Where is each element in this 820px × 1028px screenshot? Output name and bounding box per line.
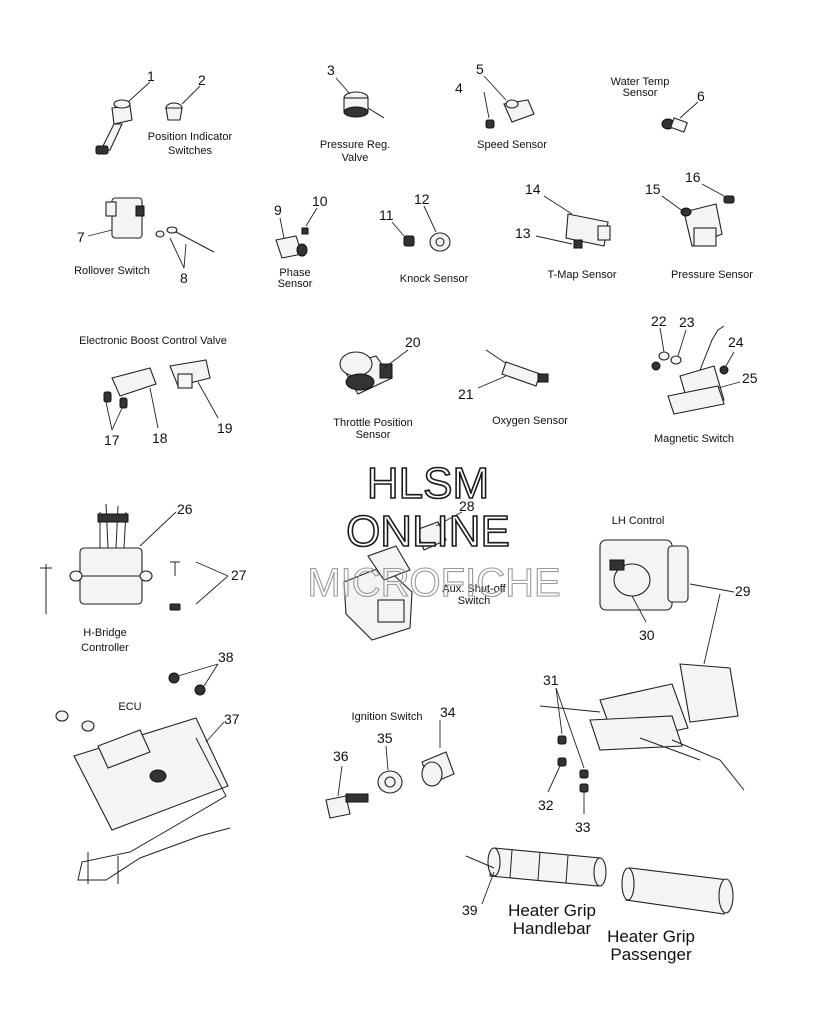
caption-hbridge-1: H-Bridge (83, 627, 126, 639)
callout-5: 5 (476, 61, 484, 77)
callout-27: 27 (231, 567, 247, 583)
caption-speed-sensor: Speed Sensor (477, 139, 547, 151)
callout-21: 21 (458, 386, 474, 402)
caption-phase-2: Sensor (278, 278, 313, 290)
caption-throttle-2: Sensor (356, 429, 391, 441)
heater-grip-drawing (465, 847, 734, 915)
caption-grip-passenger-1: Heater Grip (607, 927, 695, 946)
oxygen-sensor-drawing (477, 349, 549, 389)
water-temp-sensor-drawing (661, 101, 699, 133)
ecu-drawing (55, 663, 231, 884)
aux-shutoff-switch-drawing (343, 511, 463, 641)
callout-35: 35 (377, 730, 393, 746)
callout-23: 23 (679, 314, 695, 330)
caption-tmap: T-Map Sensor (547, 269, 616, 281)
hbridge-controller-drawing (40, 503, 229, 614)
caption-pressure-reg-2: Valve (342, 152, 369, 164)
watermark-line-2: ONLINE (346, 507, 510, 556)
caption-hbridge-2: Controller (81, 642, 129, 654)
callout-1: 1 (147, 68, 155, 84)
callout-10: 10 (312, 193, 328, 209)
callout-9: 9 (274, 202, 282, 218)
speed-sensor-drawing (483, 75, 535, 129)
caption-position-indicator-1: Position Indicator (148, 131, 233, 143)
throttle-position-sensor-drawing (339, 349, 409, 395)
caption-throttle-1: Throttle Position (333, 417, 412, 429)
callout-7: 7 (77, 229, 85, 245)
callout-2: 2 (198, 72, 206, 88)
caption-water-temp-1: Water Temp (611, 76, 670, 88)
caption-boost: Electronic Boost Control Valve (79, 335, 227, 347)
callout-19: 19 (217, 420, 233, 436)
callout-12: 12 (414, 191, 430, 207)
callout-33: 33 (575, 819, 591, 835)
boost-control-valve-drawing (103, 359, 219, 431)
callout-38: 38 (218, 649, 234, 665)
phase-sensor-drawing (275, 207, 318, 259)
lh-control-assembly-drawing (539, 663, 745, 814)
callout-14: 14 (525, 181, 541, 197)
callout-31: 31 (543, 672, 559, 688)
callout-15: 15 (645, 181, 661, 197)
tmap-sensor-drawing (535, 195, 611, 249)
pressure-reg-valve-drawing (335, 77, 385, 119)
caption-water-temp-2: Sensor (623, 87, 658, 99)
caption-grip-handlebar-2: Handlebar (513, 919, 592, 938)
callout-36: 36 (333, 748, 349, 764)
callout-24: 24 (728, 334, 744, 350)
callout-29: 29 (735, 583, 751, 599)
caption-grip-handlebar-1: Heater Grip (508, 901, 596, 920)
callout-37: 37 (224, 711, 240, 727)
callout-28: 28 (459, 498, 475, 514)
watermark-line-3: MICROFICHE (307, 561, 560, 605)
caption-phase-1: Phase (279, 267, 310, 279)
caption-grip-passenger-2: Passenger (610, 945, 692, 964)
caption-lh-control: LH Control (612, 515, 665, 527)
callout-25: 25 (742, 370, 758, 386)
callout-39: 39 (462, 902, 478, 918)
caption-magnetic: Magnetic Switch (654, 433, 734, 445)
knock-sensor-drawing (391, 205, 451, 252)
callout-17: 17 (104, 432, 120, 448)
position-indicator-switch-drawing (95, 81, 201, 155)
caption-knock: Knock Sensor (400, 273, 469, 285)
callout-11: 11 (379, 207, 394, 223)
callout-3: 3 (327, 62, 335, 78)
lh-control-drawing (599, 539, 735, 665)
callout-26: 26 (177, 501, 193, 517)
pressure-sensor-drawing (661, 183, 735, 247)
callout-16: 16 (685, 169, 701, 185)
callout-20: 20 (405, 334, 421, 350)
callout-18: 18 (152, 430, 168, 446)
callout-8: 8 (180, 270, 188, 286)
callout-13: 13 (515, 225, 531, 241)
caption-ecu: ECU (118, 701, 141, 713)
caption-position-indicator-2: Switches (168, 145, 213, 157)
watermark-line-1: HLSM (367, 459, 489, 508)
callout-22: 22 (651, 313, 667, 329)
callout-4: 4 (455, 80, 463, 96)
caption-aux-shutoff-2: Switch (458, 595, 490, 607)
magnetic-switch-drawing (651, 325, 741, 415)
caption-pressure-sensor: Pressure Sensor (671, 269, 753, 281)
caption-aux-shutoff-1: Aux. Shut-off (442, 583, 506, 595)
caption-rollover: Rollover Switch (74, 265, 150, 277)
callout-34: 34 (440, 704, 456, 720)
callout-6: 6 (697, 88, 705, 104)
caption-pressure-reg-1: Pressure Reg. (320, 139, 390, 151)
caption-oxygen: Oxygen Sensor (492, 415, 568, 427)
caption-ignition: Ignition Switch (352, 711, 423, 723)
rollover-switch-drawing (87, 197, 215, 269)
callout-32: 32 (538, 797, 554, 813)
ignition-switch-drawing (325, 720, 455, 819)
callout-30: 30 (639, 627, 655, 643)
